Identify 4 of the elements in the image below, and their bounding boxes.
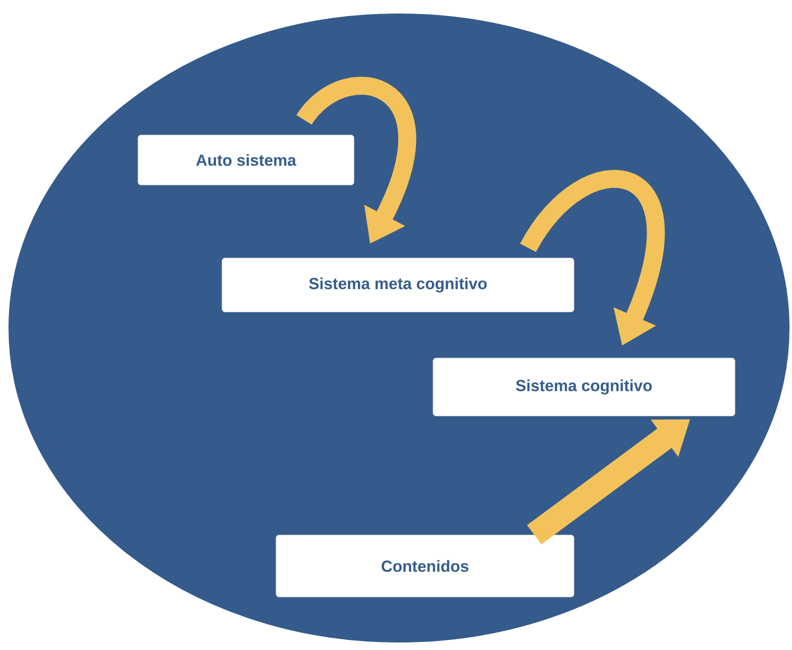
text-box: Sistema meta cognitivo [222, 258, 574, 312]
text-box: Contenidos [276, 534, 574, 598]
text-box: Auto sistema [138, 134, 354, 186]
text-box: Sistema cognitivo [432, 358, 736, 416]
